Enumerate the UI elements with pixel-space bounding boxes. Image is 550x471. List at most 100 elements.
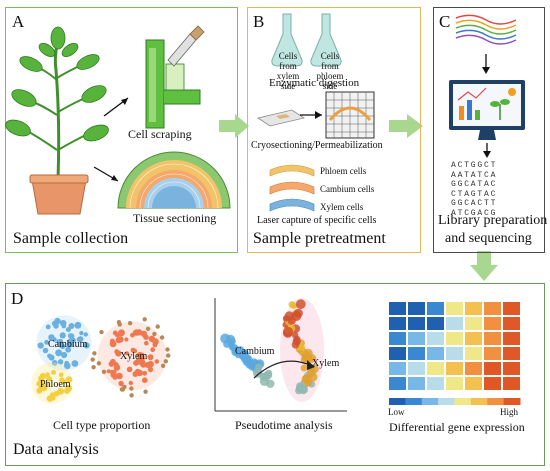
pseudotime-point (283, 326, 294, 337)
phloem-cluster-point (53, 391, 60, 397)
cambium-cluster-point (54, 317, 61, 325)
xylem-outer-point (92, 351, 97, 356)
color-scale-segment (503, 398, 521, 405)
arrow-c-to-d (470, 251, 498, 281)
heatmap-cell (427, 347, 444, 360)
heatmap-cell (503, 317, 520, 330)
color-scale-segment (487, 398, 505, 405)
panel-c-letter: C (439, 12, 451, 31)
cambium-cluster-point (58, 342, 64, 348)
xylem-outer-point (91, 365, 96, 370)
heatmap-cell (503, 347, 520, 360)
heatmap-cell (503, 377, 520, 390)
pseudotime-label-xylem: Xylem (312, 358, 340, 369)
xylem-outer-point (101, 369, 107, 374)
xylem-cluster-point (113, 364, 121, 371)
heatmap-cell (484, 362, 501, 375)
cambium-cluster-point (79, 330, 84, 336)
heatmap-cell (484, 332, 501, 345)
cambium-cluster-point (77, 336, 84, 343)
panel-a-letter: A (12, 12, 25, 31)
sequence-read: CTAGTAC (451, 189, 498, 199)
phloem-cluster-point (36, 387, 43, 394)
cambium-cluster-point (83, 342, 90, 349)
color-scale-segment (470, 398, 488, 405)
xylem-cluster-point (136, 352, 143, 359)
heatmap-cell (427, 362, 444, 375)
heatmap-cell (465, 302, 482, 315)
heatmap-cell (484, 377, 501, 390)
heatmap-cell (484, 302, 501, 315)
heatmap-cell (408, 377, 425, 390)
heatmap-cell (427, 377, 444, 390)
xylem-cluster-point (109, 340, 117, 348)
heatmap-cell (408, 362, 425, 375)
xylem-cluster-point (124, 351, 130, 356)
laser-capture-label: Laser capture of specific cells (257, 215, 377, 226)
panel-d-title: Data analysis (13, 441, 99, 458)
xylem-cluster-point (152, 342, 158, 348)
differential-expression-caption: Differential gene expression (389, 420, 525, 434)
cryosectioning-label: Cryosectioning/Permeabilization (251, 140, 383, 151)
xylem-cluster-point (116, 372, 123, 380)
heatmap-cell (465, 362, 482, 375)
cluster-label-cambium: Cambium (48, 339, 88, 350)
xylem-cluster-point (128, 380, 133, 386)
pseudotime-point (284, 311, 295, 321)
xylem-cluster-point (108, 361, 115, 367)
xylem-cluster-point (142, 377, 148, 384)
cambium-cluster-point (74, 321, 82, 329)
cambium-cluster-point (67, 338, 73, 344)
xylem-outer-point (159, 335, 165, 340)
cambium-cluster-point (83, 332, 89, 337)
cambium-cluster-point (53, 323, 59, 329)
legend-cambium-label: Cambium cells (320, 184, 375, 194)
xylem-cluster-point (130, 332, 135, 338)
cambium-cluster-point (42, 347, 49, 354)
panel-data-analysis (5, 283, 545, 466)
xylem-cluster-point (144, 340, 149, 346)
heatmap-cell (408, 317, 425, 330)
color-scale-segment (421, 398, 439, 405)
xylem-outer-point (155, 324, 160, 329)
cluster-label-xylem: Xylem (120, 351, 148, 362)
cambium-cluster-point (48, 354, 55, 361)
pseudotime-point (288, 301, 296, 309)
pseudotime-point (266, 379, 275, 388)
cambium-cluster-point (64, 360, 70, 366)
heatmap-cell (446, 362, 463, 375)
heatmap-cell (503, 302, 520, 315)
xylem-outer-point (96, 361, 102, 366)
phloem-cluster-point (39, 373, 47, 380)
heatmap-cell (446, 347, 463, 360)
xylem-cluster-point (147, 366, 154, 373)
xylem-outer-point (90, 357, 95, 362)
heatmap-cell (465, 347, 482, 360)
xylem-outer-point (143, 389, 148, 394)
heatmap-cell (389, 332, 406, 345)
cell-type-caption: Cell type proportion (53, 418, 151, 432)
heatmap-cell (389, 302, 406, 315)
phloem-cluster-point (46, 395, 54, 402)
panel-library-sequencing (433, 7, 545, 253)
pseudotime-caption: Pseudotime analysis (235, 418, 333, 432)
cambium-cluster-point (56, 339, 61, 344)
heatmap-cell (484, 317, 501, 330)
legend-xylem-label: Xylem cells (320, 202, 364, 212)
heatmap-cell (503, 362, 520, 375)
xylem-cluster-point (106, 369, 111, 374)
heatmap-cell (408, 302, 425, 315)
xylem-cluster-point (135, 358, 142, 365)
phloem-cluster-point (59, 377, 65, 383)
sequence-read: GGCACTT (451, 199, 498, 208)
sequence-read: ACTGGCT (451, 161, 498, 170)
pseudotime-label-cambium: Cambium (235, 346, 275, 357)
cambium-cluster-point (45, 324, 51, 330)
heatmap-scale-high: High (500, 407, 518, 417)
xylem-outer-point (127, 321, 133, 326)
